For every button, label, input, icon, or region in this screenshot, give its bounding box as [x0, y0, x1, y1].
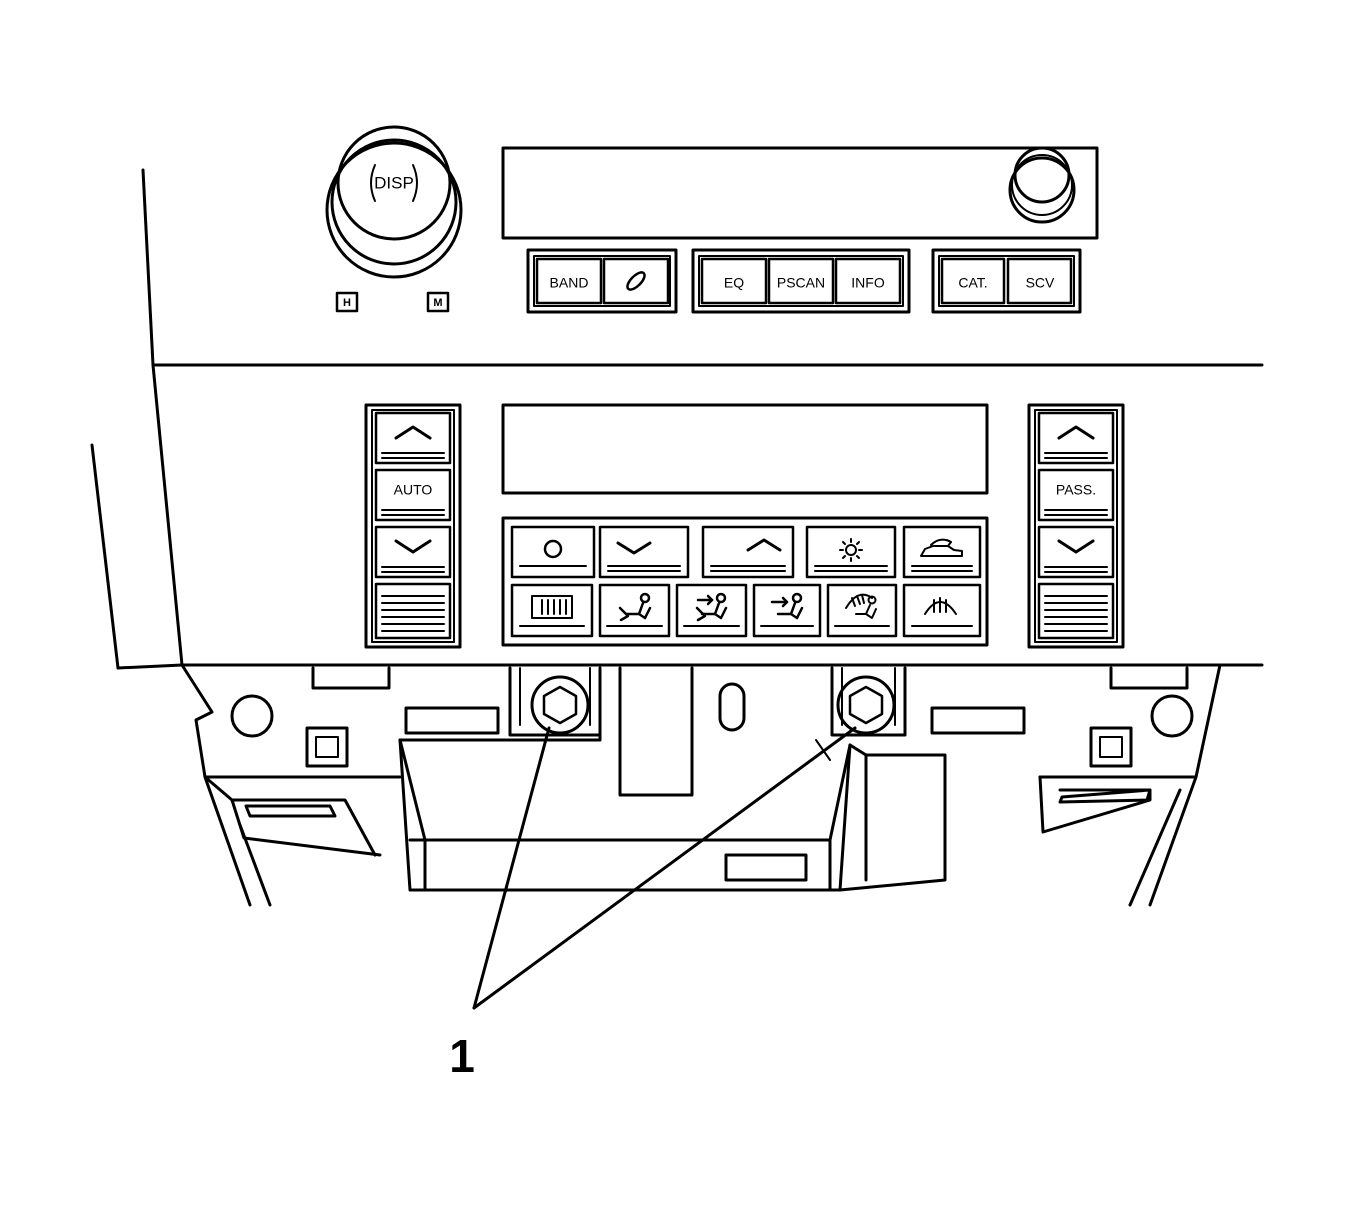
chevron-up-icon — [394, 425, 432, 440]
band-button-label: BAND — [550, 275, 589, 291]
auto-button[interactable]: AUTO — [374, 468, 452, 522]
passenger-temp-up-button[interactable] — [1037, 411, 1115, 465]
sun-icon — [839, 538, 863, 562]
chevron-down-icon — [1057, 539, 1095, 554]
auto-button-label: AUTO — [394, 482, 433, 498]
driver-temp-down-button[interactable] — [374, 525, 452, 579]
knob-indicator-h: H — [335, 291, 359, 313]
radio-button-group-1 — [526, 248, 678, 314]
pscan-button-label: PSCAN — [777, 275, 825, 291]
climate-display — [501, 403, 989, 495]
radio-display — [501, 146, 1099, 240]
fastener-left — [530, 675, 590, 735]
climate-bottom-button-6[interactable] — [902, 583, 982, 638]
pass-button[interactable]: PASS. — [1037, 468, 1115, 522]
rear-defrost-icon — [531, 595, 573, 619]
disp-knob-label: DISP — [374, 173, 414, 192]
knob-indicator-m: M — [426, 291, 450, 313]
bi-level-vent-icon — [695, 592, 728, 622]
pass-button-label: PASS. — [1056, 482, 1096, 498]
seek-icon — [626, 271, 646, 291]
driver-fan-button[interactable] — [374, 582, 452, 640]
driver-temp-up-button[interactable] — [374, 411, 452, 465]
callout-label: 1 — [449, 1030, 475, 1082]
scv-button-label: SCV — [1026, 275, 1055, 291]
radio-button-group-3 — [931, 248, 1082, 314]
passenger-fan-button[interactable] — [1037, 582, 1115, 640]
dashboard-outline — [90, 168, 1264, 670]
chevron-down-icon — [616, 541, 652, 555]
climate-center-panel — [501, 516, 989, 647]
climate-top-button-4[interactable] — [805, 525, 897, 579]
chevron-up-icon — [1057, 425, 1095, 440]
cat-button[interactable]: CAT. — [940, 257, 1006, 305]
recirculation-car-icon — [920, 538, 963, 557]
climate-top-button-3[interactable] — [701, 525, 795, 579]
climate-top-button-1[interactable] — [510, 525, 596, 579]
climate-bottom-button-2[interactable] — [598, 583, 671, 638]
indicator-h-label: H — [343, 297, 351, 309]
climate-bottom-button-5[interactable] — [826, 583, 898, 638]
climate-bottom-button-3[interactable] — [675, 583, 748, 638]
callout-leaders — [472, 726, 857, 1010]
climate-left-column — [364, 403, 462, 649]
pscan-button[interactable]: PSCAN — [767, 257, 835, 305]
circle-icon — [543, 539, 563, 559]
climate-top-button-2[interactable] — [598, 525, 690, 579]
scv-button[interactable]: SCV — [1006, 257, 1073, 305]
climate-bottom-button-1[interactable] — [510, 583, 594, 638]
indicator-m-label: M — [433, 297, 442, 309]
seek-button[interactable] — [602, 257, 670, 305]
panel-vent-icon — [770, 592, 804, 620]
band-button[interactable]: BAND — [535, 257, 603, 305]
info-button-label: INFO — [851, 275, 885, 291]
chevron-up-icon — [746, 538, 782, 552]
tune-knob[interactable] — [1008, 146, 1076, 224]
cat-button-label: CAT. — [958, 275, 987, 291]
chevron-down-icon — [394, 539, 432, 554]
passenger-temp-down-button[interactable] — [1037, 525, 1115, 579]
info-button[interactable]: INFO — [834, 257, 902, 305]
radio-button-group-2 — [691, 248, 911, 314]
climate-top-button-5[interactable] — [902, 525, 982, 579]
floor-vent-icon — [618, 592, 652, 622]
disp-knob[interactable]: DISP — [325, 125, 463, 279]
mounting-bracket — [180, 663, 1222, 907]
eq-button[interactable]: EQ — [700, 257, 768, 305]
climate-right-column — [1027, 403, 1125, 649]
fastener-right — [836, 675, 896, 735]
defog-floor-icon — [845, 593, 877, 619]
eq-button-label: EQ — [724, 275, 744, 291]
climate-bottom-button-4[interactable] — [752, 583, 822, 638]
front-defrost-icon — [924, 597, 957, 615]
